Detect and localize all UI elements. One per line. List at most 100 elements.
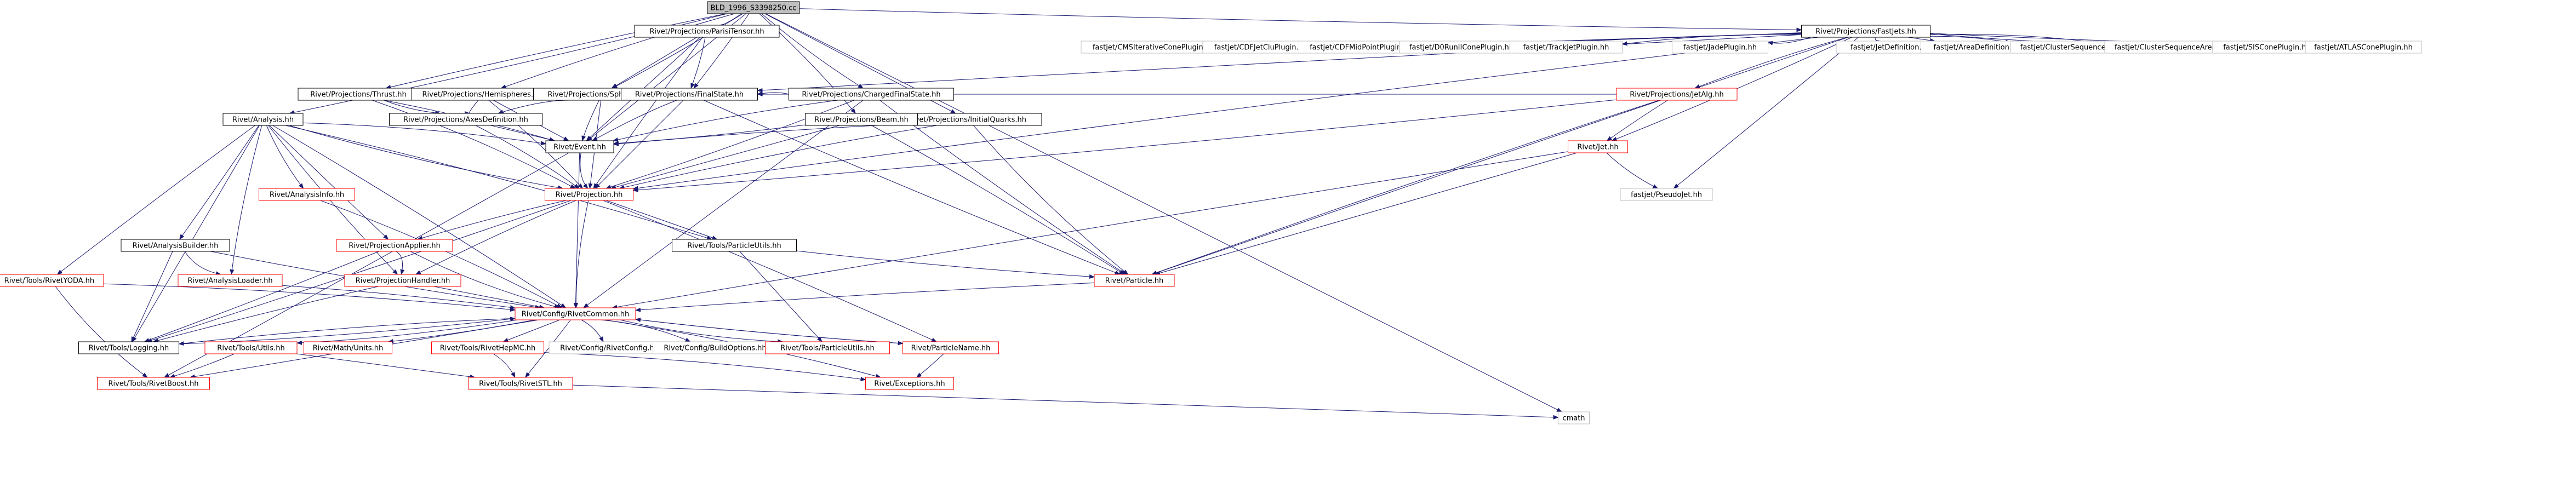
node-jade: fastjet/JadePlugin.hh [1672,41,1768,54]
node-mutils[interactable]: Rivet/Math/Units.hh [304,341,392,354]
edge-rcommon-to-rconfig [581,319,604,342]
edge-root-to-sph [612,13,743,89]
node-box [78,341,179,354]
node-label: Rivet/Projections/Thrust.hh [310,91,407,99]
node-fs[interactable]: Rivet/Projections/FinalState.hh [621,88,758,101]
edge-jetalg-to-proj [632,99,1617,192]
node-label: Rivet/Config/BuildOptions.hh [664,345,766,353]
node-phand[interactable]: Rivet/ProjectionHandler.hh [344,274,461,287]
node-tutils[interactable]: Rivet/Tools/Utils.hh [204,341,298,354]
node-label: Rivet/Exceptions.hh [874,380,945,388]
node-rcommon[interactable]: Rivet/Config/RivetCommon.hh [515,307,636,320]
node-box [805,113,918,126]
node-ainfo[interactable]: Rivet/AnalysisInfo.hh [259,188,355,201]
node-jetalg[interactable]: Rivet/Projections/JetAlg.hh [1616,88,1738,101]
node-root[interactable]: BLD_1996_S3398250.cc [707,1,800,14]
edge-tutils-to-boost [169,353,235,378]
node-cseq: fastjet/ClusterSequence.hh [2010,41,2127,54]
node-pvec[interactable]: Rivet/Tools/ParticleUtils.hh [672,239,797,252]
edge-iq-to-part [973,125,1129,275]
node-box [344,274,461,287]
node-putils[interactable]: Rivet/Tools/ParticleUtils.hh [765,341,890,354]
node-iq[interactable]: Rivet/Projections/InitialQuarks.hh [892,113,1042,126]
node-cms: fastjet/CMSIterativeConePlugin.hh [1081,41,1226,54]
node-beam[interactable]: Rivet/Projections/Beam.hh [805,113,918,126]
node-box [336,239,453,252]
edge-jetalg-to-jet [1606,100,1668,141]
node-box [621,88,758,101]
edge-root-to-cmath [765,13,1562,412]
node-stl[interactable]: Rivet/Tools/RivetSTL.hh [468,377,573,390]
node-hem[interactable]: Rivet/Projections/Hemispheres.hh [412,88,553,101]
node-pt[interactable]: Rivet/Projections/ParisiTensor.hh [634,25,780,38]
node-box [865,377,954,390]
node-proj[interactable]: Rivet/Projection.hh [545,188,633,201]
node-d0: fastjet/D0RunIIConePlugin.hh [1399,41,1524,54]
edge-abuild-to-log [131,251,173,342]
node-pname[interactable]: Rivet/ParticleName.hh [903,341,999,354]
edge-proj-to-pname [603,200,937,342]
edge-proj-to-papp [417,200,567,240]
node-label: fastjet/TrackJetPlugin.hh [1523,44,1609,52]
node-trk: fastjet/TrackJetPlugin.hh [1510,41,1623,54]
node-label: fastjet/CDFMidPointPlugin.hh [1310,44,1413,52]
node-box [1616,88,1738,101]
node-box [707,1,800,14]
node-box [204,341,298,354]
node-label: Rivet/ProjectionApplier.hh [349,242,440,250]
node-label: Rivet/Projection.hh [556,191,623,199]
edge-fj-to-jdef [1875,37,1882,44]
node-ana[interactable]: Rivet/Analysis.hh [222,113,304,126]
edge-yoda-to-rcommon [103,283,516,312]
node-box [2305,41,2422,54]
node-label: Rivet/Tools/ParticleUtils.hh [780,345,874,353]
node-rconfig: Rivet/Config/RivetConfig.hh [549,341,670,354]
node-jet[interactable]: Rivet/Jet.hh [1568,140,1628,153]
node-box [672,239,797,252]
edge-pname-to-rcommon [635,318,903,344]
edge-pt-to-fs [690,37,706,89]
edge-iq-to-proj [619,125,937,190]
node-evt[interactable]: Rivet/Event.hh [545,140,614,153]
node-abuild[interactable]: Rivet/AnalysisBuilder.hh [121,239,230,252]
node-thr[interactable]: Rivet/Projections/Thrust.hh [298,88,419,101]
node-label: fastjet/ClusterSequenceArea.hh [2115,44,2227,52]
node-papp[interactable]: Rivet/ProjectionApplier.hh [336,239,453,252]
node-sis: fastjet/SISConePlugin.hh [2212,41,2322,54]
node-fj[interactable]: Rivet/Projections/FastJets.hh [1801,25,1930,38]
node-label: Rivet/Projections/ParisiTensor.hh [649,28,764,36]
edge-pt-to-proj [593,37,703,189]
node-aload[interactable]: Rivet/AnalysisLoader.hh [178,274,283,287]
edge-hepmc-to-stl [493,353,516,378]
node-pj: fastjet/PseudoJet.hh [1620,188,1713,201]
edge-pt-to-sph [611,37,697,89]
edge-root-to-fs [693,13,750,89]
edge-root-to-fj [799,8,1802,32]
edge-tutils-to-stl [296,353,476,379]
node-label: Rivet/Tools/Logging.hh [89,345,169,353]
node-box [903,341,999,354]
edge-fj-to-part [1151,37,1848,275]
node-part[interactable]: Rivet/Particle.hh [1094,274,1175,287]
node-exc[interactable]: Rivet/Exceptions.hh [865,377,954,390]
edge-beam-to-proj [610,125,840,190]
node-label: Rivet/Tools/RivetYODA.hh [4,277,94,285]
node-boost[interactable]: Rivet/Tools/RivetBoost.hh [97,377,210,390]
node-label: Rivet/Projections/AxesDefinition.hh [403,116,528,124]
node-hepmc[interactable]: Rivet/Tools/RivetHepMC.hh [431,341,544,354]
edge-rcommon-to-pname [635,319,904,346]
node-label: Rivet/Analysis.hh [232,116,294,124]
edge-cfs-to-rcommon [583,100,864,308]
node-cmath: cmath [1558,411,1590,424]
node-box [1558,411,1590,424]
node-box [1620,188,1713,201]
node-axes[interactable]: Rivet/Projections/AxesDefinition.hh [389,113,542,126]
edge-fs-to-proj [595,100,684,189]
node-box [1672,41,1768,54]
edge-beam-to-evt [613,124,806,146]
node-layer: BLD_1996_S3398250.ccRivet/Projections/Pa… [0,1,2422,424]
node-cfs[interactable]: Rivet/Projections/ChargedFinalState.hh [789,88,954,101]
edge-pvec-to-putils [739,251,823,342]
node-yoda[interactable]: Rivet/Tools/RivetYODA.hh [0,274,104,287]
node-log[interactable]: Rivet/Tools/Logging.hh [78,341,179,354]
